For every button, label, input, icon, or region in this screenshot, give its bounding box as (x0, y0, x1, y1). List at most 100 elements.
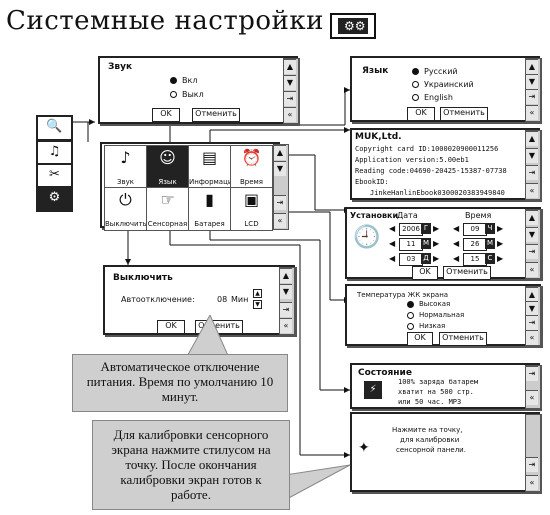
calibration-screen: Нажмите на точку, для калибровки сенсорн… (350, 412, 541, 492)
battery-header: Состояние (358, 368, 412, 378)
datetime-ok-button[interactable]: OK (412, 266, 438, 280)
arrow-left-icon[interactable]: ◀ (389, 224, 396, 233)
arrow-right-icon[interactable]: ▶ (433, 254, 440, 263)
scroll-down-icon[interactable]: ▼ (280, 284, 292, 299)
back-icon[interactable]: « (280, 318, 292, 333)
exit-icon[interactable]: ⇥ (526, 366, 538, 381)
main-menu: ♪Звук ☺Язык ▤Информация ⏰Время ⏻Выключит… (100, 142, 289, 231)
date-label: Дата (397, 211, 418, 220)
exit-icon[interactable]: ⇥ (284, 91, 296, 106)
sound-side-toolbar: ▲ ▼ ⇥ « (283, 58, 299, 124)
language-ok-button[interactable]: OK (407, 107, 435, 121)
info-line: Copyright card ID:1000020900011256 (355, 145, 499, 153)
language-option-en[interactable]: English (412, 93, 453, 102)
language-option-uk[interactable]: Украинский (412, 80, 474, 89)
exit-icon[interactable]: ⇥ (526, 89, 538, 104)
year-field[interactable]: 2006 (399, 223, 423, 236)
menu-item-language[interactable]: ☺Язык (146, 145, 189, 189)
menu-item-touch[interactable]: ☞Сенсорная (146, 187, 189, 231)
back-icon[interactable]: « (526, 262, 538, 277)
arrow-right-icon[interactable]: ▶ (497, 239, 504, 248)
lcd-option-normal[interactable]: Нормальная (407, 311, 464, 319)
scroll-up-icon[interactable]: ▲ (526, 131, 538, 146)
datetime-cancel-button[interactable]: Отменить (443, 266, 491, 280)
day-field[interactable]: 03 (399, 253, 423, 266)
arrow-right-icon[interactable]: ▶ (497, 254, 504, 263)
datetime-screen: Установки 🕘 Дата Время ◀ 2006 Г ▶ ◀ 11 М… (345, 207, 541, 280)
exit-icon[interactable]: ⇥ (274, 195, 286, 210)
language-header: Язык (362, 66, 389, 76)
arrow-left-icon[interactable]: ◀ (389, 239, 396, 248)
scroll-down-icon[interactable]: ▼ (274, 161, 286, 176)
scroll-up-icon[interactable]: ▲ (526, 287, 538, 302)
scroll-up-icon[interactable]: ▲ (284, 59, 296, 74)
arrow-down-icon[interactable]: ▼ (253, 300, 262, 309)
scroll-up-icon[interactable]: ▲ (274, 145, 286, 160)
sound-ok-button[interactable]: OK (152, 108, 180, 122)
battery-line: хватит на 500 стр. (398, 388, 474, 396)
info-line: EbookID: (355, 178, 389, 186)
exit-icon[interactable]: ⇥ (526, 457, 538, 472)
exit-icon[interactable]: ⇥ (526, 165, 538, 180)
second-field[interactable]: 15 (463, 253, 487, 266)
info-screen: MUK,Ltd. Copyright card ID:1000020900011… (350, 128, 541, 200)
back-icon[interactable]: « (526, 390, 538, 405)
gears-icon[interactable]: ⚙ (36, 186, 73, 212)
scroll-down-icon[interactable]: ▼ (526, 301, 538, 316)
arrow-left-icon[interactable]: ◀ (453, 254, 460, 263)
scroll-down-icon[interactable]: ▼ (284, 75, 296, 90)
poweroff-side-toolbar: ▲ ▼ ⇥ « (279, 267, 295, 335)
side-toolbar: ▲ ▼ ⇥ « (273, 144, 289, 230)
lcd-cancel-button[interactable]: Отменить (439, 332, 487, 346)
calibration-target-icon[interactable]: ✦ (358, 440, 370, 456)
autooff-value[interactable]: 08 (217, 295, 228, 304)
language-option-ru[interactable]: Русский (412, 67, 458, 76)
minute-field[interactable]: 26 (463, 238, 487, 251)
menu-item-info[interactable]: ▤Информация (188, 145, 237, 189)
scroll-up-icon[interactable]: ▲ (526, 210, 538, 225)
scroll-down-icon[interactable]: ▼ (526, 74, 538, 89)
language-cancel-button[interactable]: Отменить (440, 107, 488, 121)
menu-item-sound[interactable]: ♪Звук (104, 145, 147, 189)
arrow-right-icon[interactable]: ▶ (433, 239, 440, 248)
arrow-up-icon[interactable]: ▲ (253, 289, 262, 298)
lcd-option-low[interactable]: Низкая (407, 322, 445, 330)
datetime-side-toolbar: ▲ ▼ ⇥ « (525, 209, 541, 279)
month-field[interactable]: 11 (399, 238, 423, 251)
arrow-right-icon[interactable]: ▶ (433, 224, 440, 233)
back-icon[interactable]: « (526, 105, 538, 120)
sound-option-off[interactable]: Выкл (170, 90, 204, 99)
scroll-down-icon[interactable]: ▼ (526, 148, 538, 163)
back-icon[interactable]: « (526, 475, 538, 490)
scroll-up-icon[interactable]: ▲ (280, 268, 292, 283)
back-icon[interactable]: « (284, 107, 296, 122)
menu-item-lcd[interactable]: ▣LCD (230, 187, 273, 231)
arrow-right-icon[interactable]: ▶ (497, 224, 504, 233)
hour-field[interactable]: 09 (463, 223, 487, 236)
lcd-ok-button[interactable]: OK (407, 332, 433, 346)
arrow-left-icon[interactable]: ◀ (453, 239, 460, 248)
lcd-option-high[interactable]: Высокая (407, 300, 450, 308)
back-icon[interactable]: « (526, 183, 538, 198)
calibration-side-toolbar: ⇥ « (525, 414, 541, 492)
sound-cancel-button[interactable]: Отменить (192, 108, 240, 122)
scroll-up-icon[interactable]: ▲ (526, 59, 538, 74)
arrow-left-icon[interactable]: ◀ (389, 254, 396, 263)
time-label: Время (465, 211, 492, 220)
poweroff-ok-button[interactable]: OK (157, 320, 185, 334)
radio-empty-icon (407, 311, 414, 319)
menu-item-time[interactable]: ⏰Время (230, 145, 273, 189)
sound-option-on[interactable]: Вкл (170, 76, 197, 85)
menu-item-poweroff[interactable]: ⏻Выключить (104, 187, 147, 231)
arrow-left-icon[interactable]: ◀ (453, 224, 460, 233)
search-icon[interactable]: 🔍 (36, 115, 73, 141)
sound-screen: Звук Вкл Выкл OK Отменить ▲ ▼ ⇥ « (98, 56, 299, 124)
menu-item-battery[interactable]: ▮Батарея (188, 187, 231, 231)
exit-icon[interactable]: ⇥ (280, 302, 292, 317)
back-icon[interactable]: « (274, 213, 286, 228)
exit-icon[interactable]: ⇥ (526, 315, 538, 330)
radio-empty-icon (170, 91, 177, 98)
back-icon[interactable]: « (526, 330, 538, 345)
scroll-down-icon[interactable]: ▼ (526, 227, 538, 242)
exit-icon[interactable]: ⇥ (526, 244, 538, 259)
